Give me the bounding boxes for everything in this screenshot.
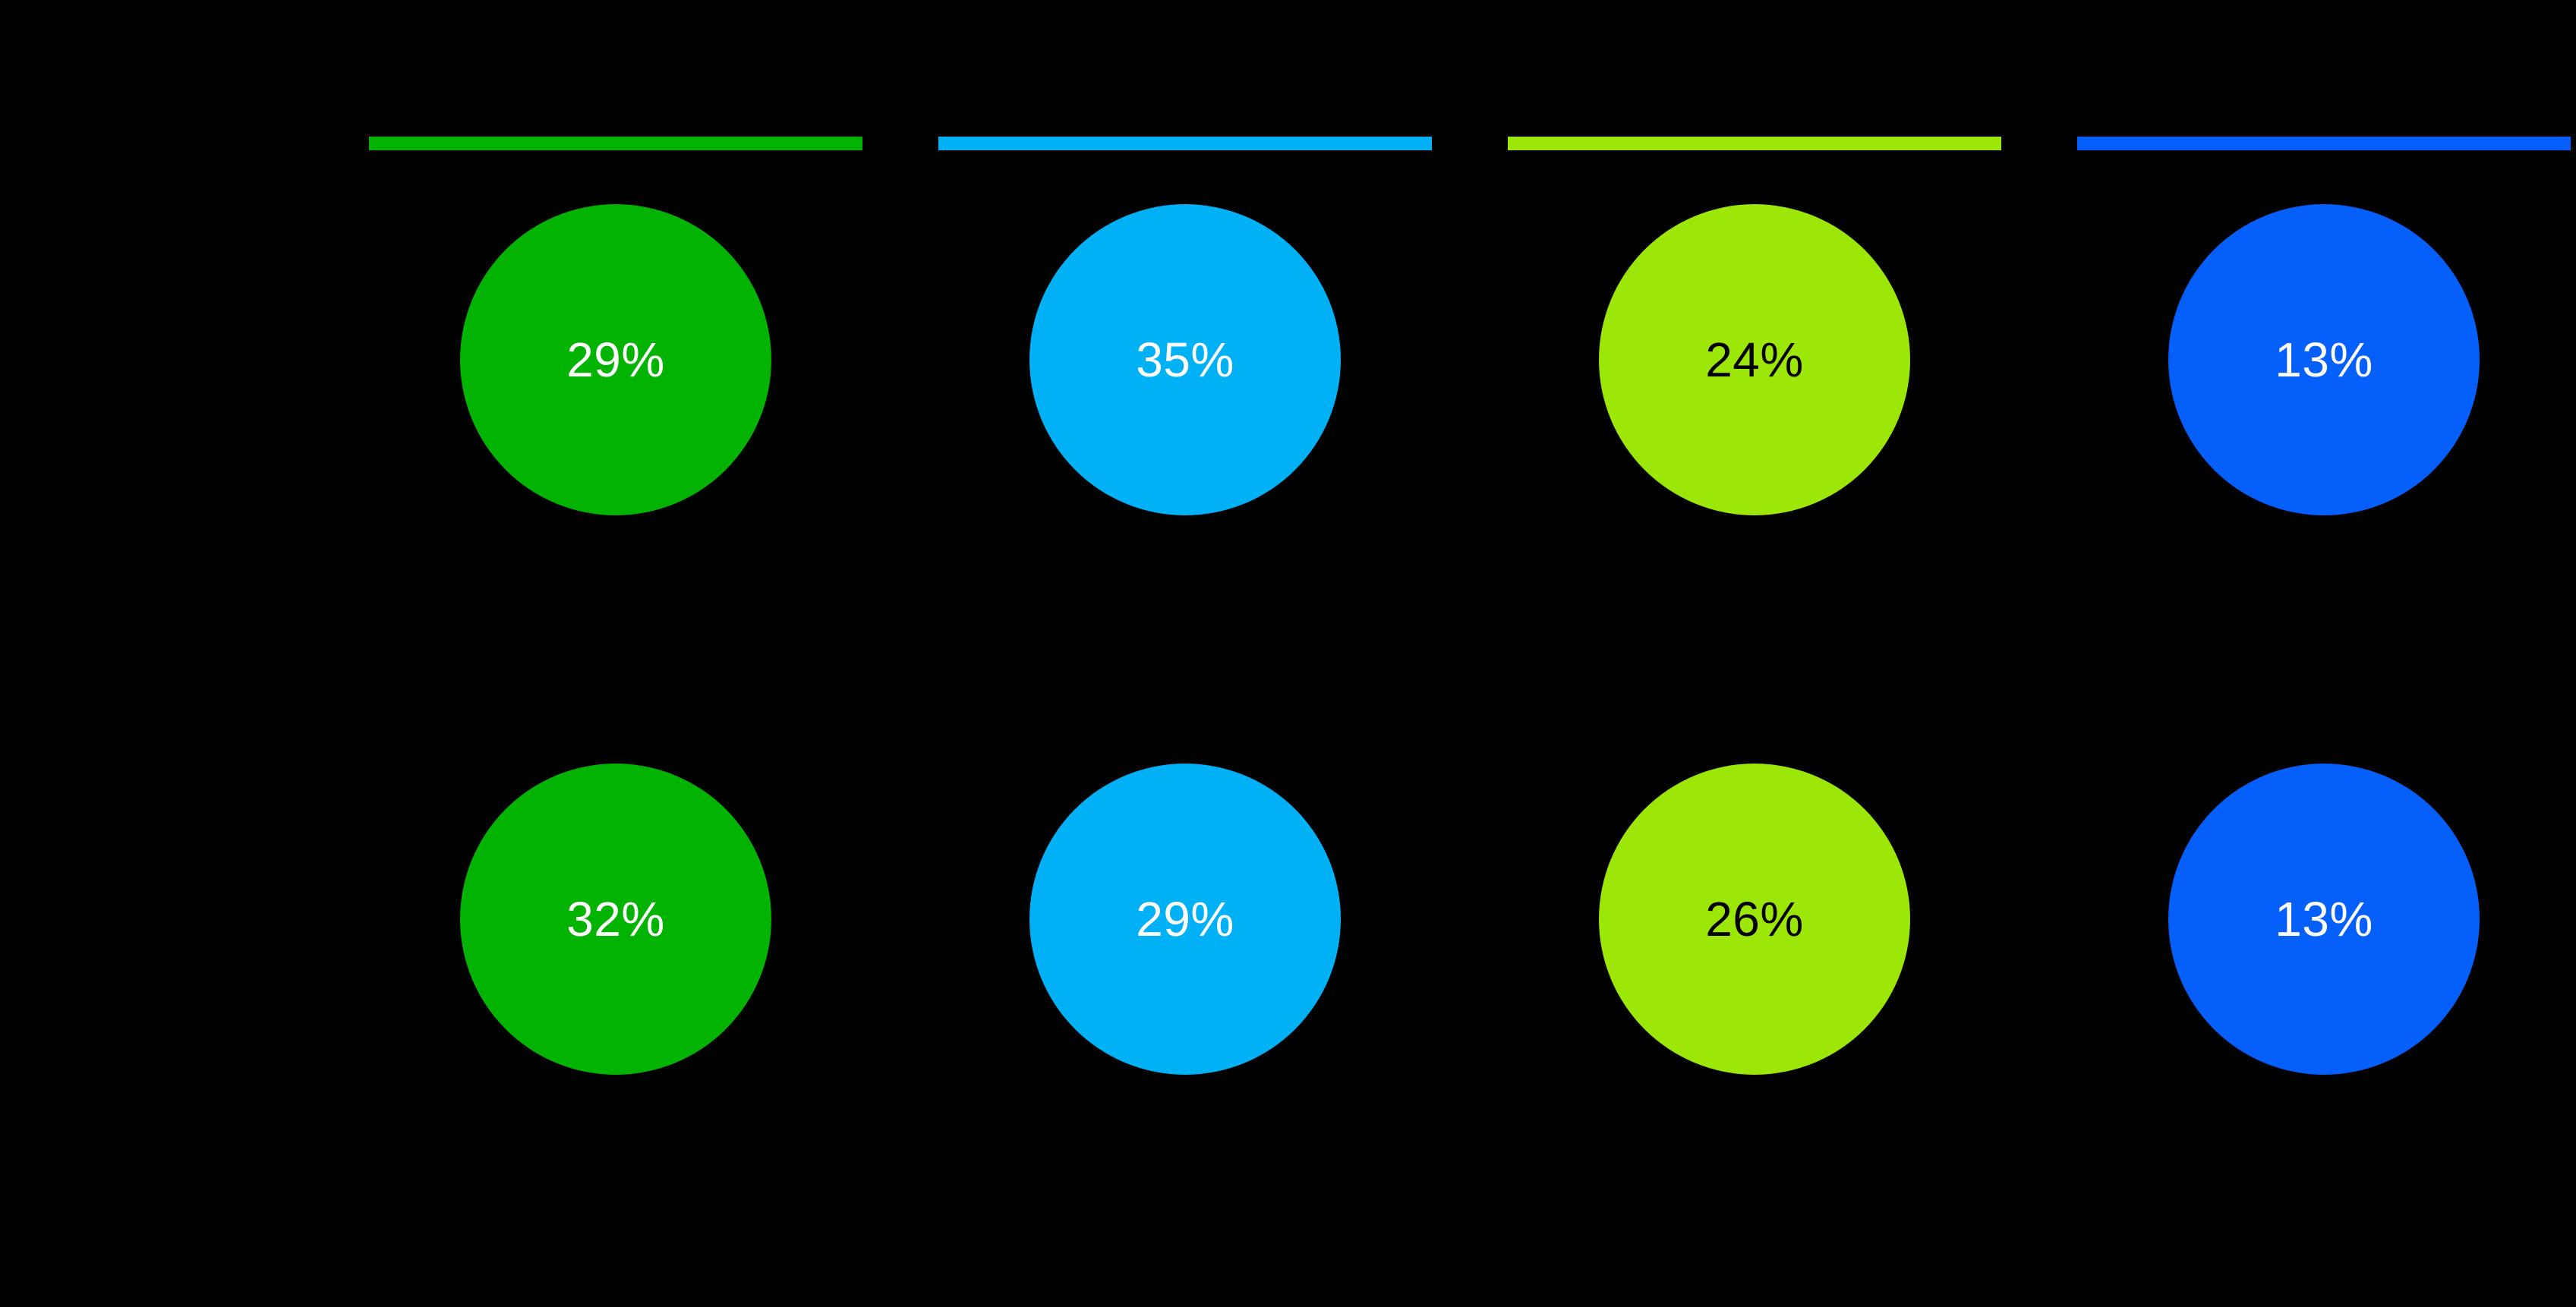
percentage-bubble: 29% (460, 204, 771, 515)
percentage-label: 13% (2275, 892, 2373, 946)
percentage-label: 26% (1705, 892, 1804, 946)
percentage-label: 24% (1705, 332, 1804, 387)
column-marker-line (1508, 137, 2001, 150)
column-marker-line (938, 137, 1432, 150)
percentage-bubble: 26% (1599, 764, 1910, 1075)
percentage-bubble: 32% (460, 764, 771, 1075)
percentage-label: 29% (566, 332, 665, 387)
column-marker-line (2077, 137, 2571, 150)
percentage-bubble: 13% (2168, 204, 2480, 515)
percentage-label: 13% (2275, 332, 2373, 387)
percentage-bubble: 13% (2168, 764, 2480, 1075)
percentage-label: 35% (1136, 332, 1234, 387)
percentage-bubble: 35% (1029, 204, 1341, 515)
percentage-label: 29% (1136, 892, 1234, 946)
percentage-bubble: 24% (1599, 204, 1910, 515)
column-marker-line (369, 137, 862, 150)
percentage-bubble: 29% (1029, 764, 1341, 1075)
percentage-label: 32% (566, 892, 665, 946)
